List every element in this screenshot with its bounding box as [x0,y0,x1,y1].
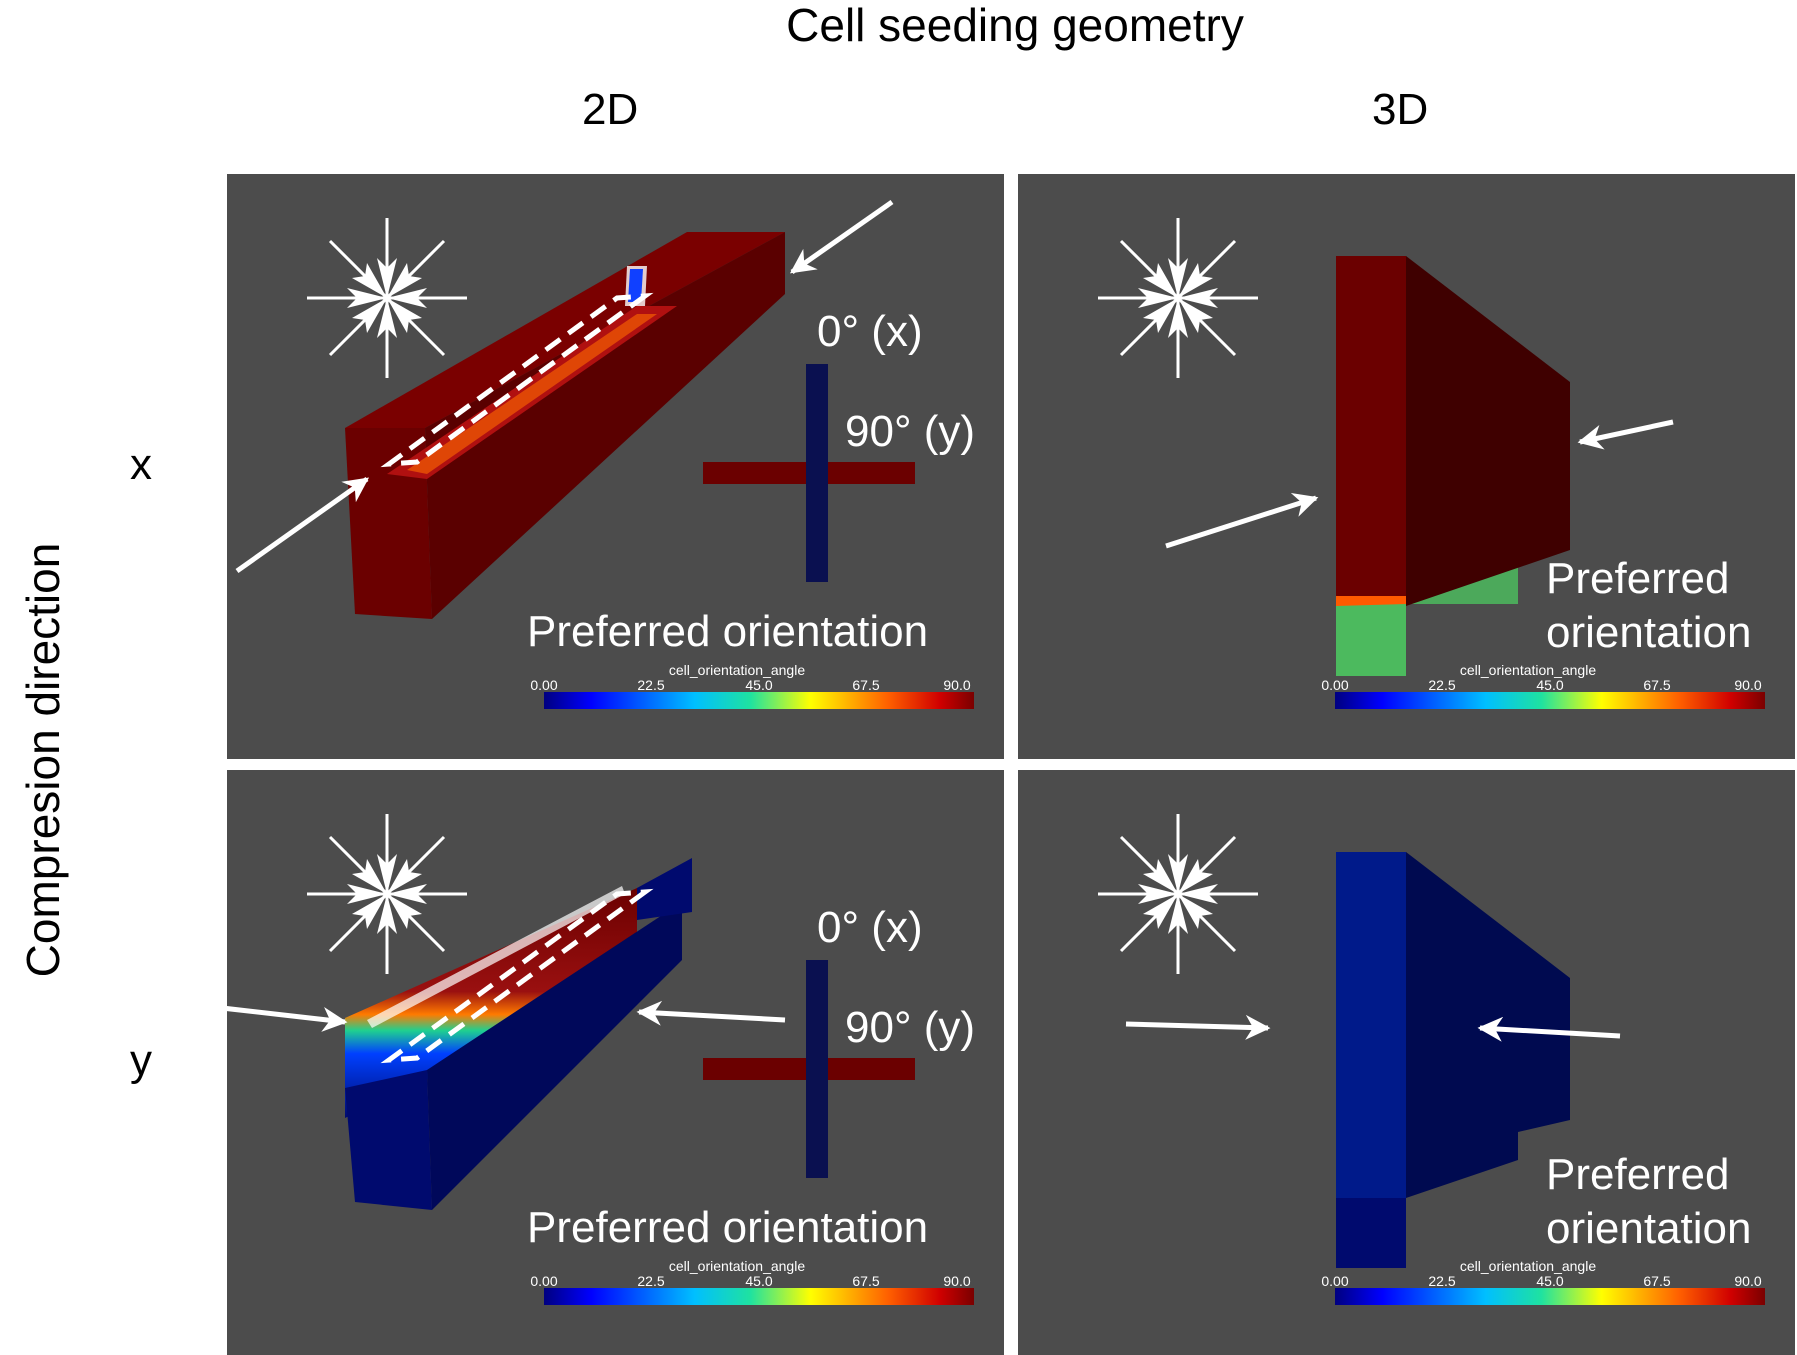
colorbar: cell_orientation_angle 0.00 22.5 45.0 67… [517,1258,974,1318]
panel-2d-x: 0° (x) 90° (y) Preferred orientation cel… [227,174,1004,759]
colorbar-tick: 45.0 [1536,1273,1564,1289]
compression-arrow-icon [235,476,370,574]
orientation-cross-icon [703,960,915,1178]
colorbar-tick: 45.0 [1536,677,1564,693]
preferred-line1: Preferred [1546,1150,1730,1199]
colorbar-tick: 67.5 [852,1273,880,1289]
panel-3d-y: Preferred orientation cell_orientation_a… [1018,770,1795,1355]
orientation-cross-icon [703,364,915,582]
3d-block [1336,852,1570,1268]
colorbar-title: cell_orientation_angle [668,662,806,678]
preferred-orientation-label: Preferred orientation [1546,552,1751,659]
colorbar-tick: 67.5 [852,677,880,693]
selection-outline [380,888,654,1064]
colorbar: cell_orientation_angle 0.00 22.5 45.0 67… [517,662,974,722]
compression-arrow-icon [1165,492,1319,549]
colorbar: cell_orientation_angle 0.00 22.5 45.0 67… [1308,662,1765,722]
3d-slab [345,858,692,1210]
colorbar-gradient [1335,1288,1765,1305]
preferred-line2: orientation [1546,1203,1752,1253]
label-0-deg: 0° (x) [817,903,923,952]
3d-slab [345,232,785,619]
column-label-3d: 3D [1372,85,1429,134]
colorbar-tick: 0.00 [1321,1273,1349,1289]
label-90-deg: 90° (y) [845,407,976,456]
compression-arrow-icon [227,1006,348,1032]
compression-arrow-icon [789,199,894,275]
colorbar-tick: 67.5 [1643,1273,1671,1289]
selection-outline [380,292,654,468]
colorbar-tick: 90.0 [943,677,971,693]
colorbar-tick: 90.0 [943,1273,971,1289]
colorbar-title: cell_orientation_angle [668,1258,806,1274]
colorbar-tick: 0.00 [1321,677,1349,693]
colorbar: cell_orientation_angle 0.00 22.5 45.0 67… [1308,1258,1765,1318]
compass-star-icon [307,814,467,974]
preferred-orientation-label: Preferred orientation [527,1203,929,1252]
panel-3d-x: Preferred orientation cell_orientation_a… [1018,174,1795,759]
row-label-x: x [130,440,152,489]
preferred-orientation-label: Preferred orientation [1546,1148,1751,1255]
colorbar-gradient [1335,692,1765,709]
side-axis-title: Compresion direction [17,542,69,978]
colorbar-tick: 22.5 [1428,1273,1456,1289]
colorbar-tick: 67.5 [1643,677,1671,693]
row-label-y: y [130,1036,152,1085]
colorbar-title: cell_orientation_angle [1459,1258,1597,1274]
colorbar-gradient [544,692,974,709]
colorbar-tick: 45.0 [745,677,773,693]
colorbar-tick: 22.5 [1428,677,1456,693]
colorbar-tick: 0.00 [530,677,558,693]
colorbar-title: cell_orientation_angle [1459,662,1597,678]
column-label-2d: 2D [582,85,639,134]
preferred-line2: orientation [1546,607,1752,657]
compression-arrow-icon [636,1000,786,1026]
panel-2d-y: 0° (x) 90° (y) Preferred orientation cel… [227,770,1004,1355]
preferred-orientation-label: Preferred orientation [527,607,929,656]
colorbar-tick: 90.0 [1734,1273,1762,1289]
colorbar-tick: 22.5 [637,1273,665,1289]
figure-title: Cell seeding geometry [786,0,1244,51]
compression-arrow-icon [1125,1014,1271,1040]
colorbar-tick: 45.0 [745,1273,773,1289]
compass-star-icon [1098,218,1258,378]
3d-block [1336,256,1570,676]
colorbar-tick: 90.0 [1734,677,1762,693]
colorbar-gradient [544,1288,974,1305]
compass-star-icon [1098,814,1258,974]
label-0-deg: 0° (x) [817,307,923,356]
compression-arrow-icon [1577,419,1674,450]
preferred-line1: Preferred [1546,554,1730,603]
colorbar-tick: 0.00 [530,1273,558,1289]
compression-arrow-icon [1477,1016,1621,1042]
colorbar-tick: 22.5 [637,677,665,693]
label-90-deg: 90° (y) [845,1003,976,1052]
compass-star-icon [307,218,467,378]
